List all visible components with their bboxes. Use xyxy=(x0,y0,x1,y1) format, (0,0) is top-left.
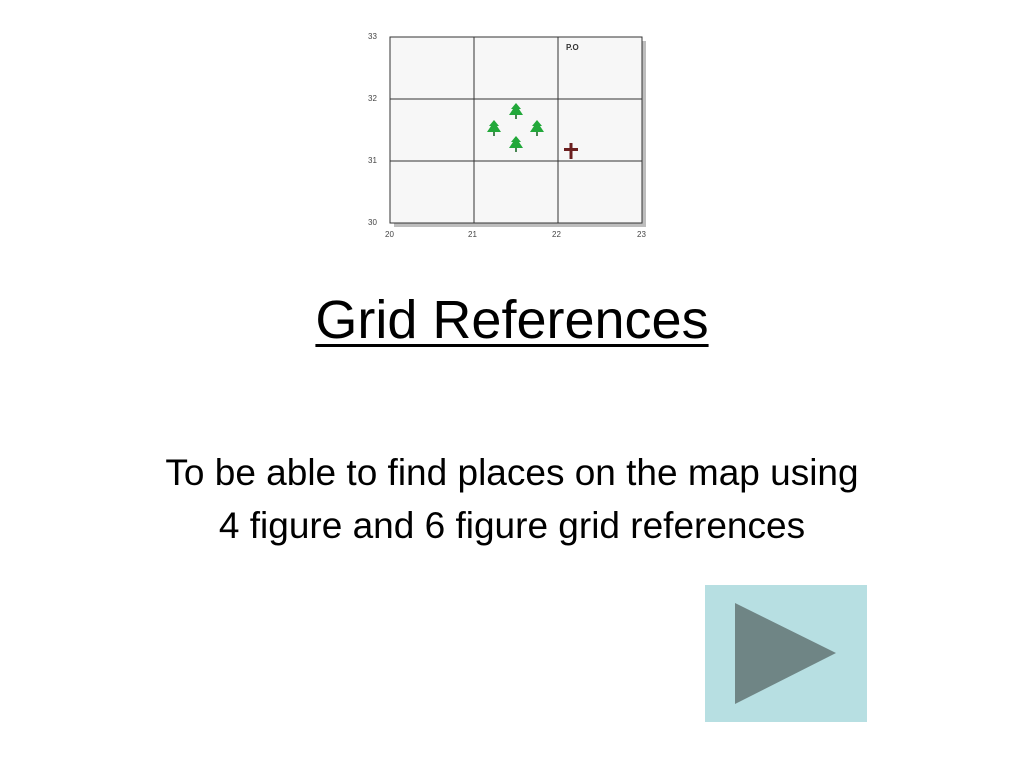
play-arrow-icon xyxy=(735,603,836,704)
northing-label: 30 xyxy=(368,218,377,227)
page-title: Grid References xyxy=(315,290,709,350)
grid-map-svg: 33 32 31 30 20 21 22 23 P.O xyxy=(368,32,646,239)
tree-icon xyxy=(487,120,501,136)
easting-label: 22 xyxy=(552,230,561,239)
easting-label: 21 xyxy=(468,230,477,239)
northing-label: 33 xyxy=(368,32,377,41)
tree-icon xyxy=(509,136,523,152)
tree-icon xyxy=(509,103,523,119)
easting-label: 20 xyxy=(385,230,394,239)
cross-icon xyxy=(564,143,578,159)
tree-icon xyxy=(530,120,544,136)
post-office-label: P.O xyxy=(566,43,579,52)
page-subtitle: To be able to find places on the map usi… xyxy=(165,452,859,546)
northing-label: 32 xyxy=(368,94,377,103)
map-panel xyxy=(389,36,643,224)
grid-map: 33 32 31 30 20 21 22 23 P.O xyxy=(360,28,660,243)
easting-label: 23 xyxy=(637,230,646,239)
next-slide-button[interactable] xyxy=(705,585,867,722)
northing-label: 31 xyxy=(368,156,377,165)
